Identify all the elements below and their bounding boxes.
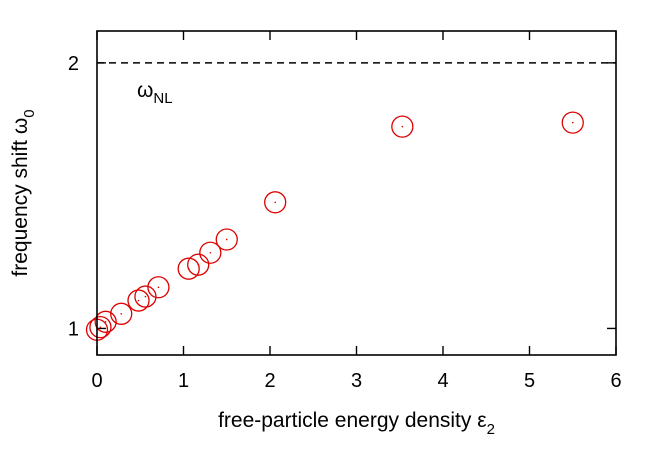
data-point-center <box>157 286 160 289</box>
data-point-center <box>104 321 107 323</box>
data-point-center <box>209 251 212 254</box>
data-point-center <box>571 121 574 124</box>
data-point <box>110 302 133 325</box>
x-axis-label: free-particle energy density ε2 <box>218 409 495 438</box>
data-point-center <box>225 238 228 241</box>
data-point-center <box>137 299 140 302</box>
plot-frame <box>96 30 617 356</box>
ticks-layer: 0 1 2 3 4 5 6 1 2 <box>68 31 622 392</box>
data-point <box>147 276 170 299</box>
data-point <box>134 285 157 308</box>
data-point <box>187 253 210 276</box>
data-point <box>561 111 584 134</box>
reference-line-label: ωNL <box>137 79 173 107</box>
reference-line-label-main: ω <box>137 79 153 102</box>
data-point <box>94 310 117 333</box>
data-point <box>264 191 287 214</box>
x-tick-label: 6 <box>610 370 621 392</box>
reference-line-label-sub: NL <box>153 90 172 107</box>
y-axis-label-main: frequency shift ω <box>9 118 32 277</box>
y-tick-label: 1 <box>68 318 79 340</box>
data-point-center <box>401 125 404 128</box>
x-axis-label-main: free-particle energy density ε <box>218 409 487 432</box>
x-tick-label: 4 <box>437 370 448 392</box>
data-point-center <box>197 263 200 266</box>
data-point <box>89 315 112 339</box>
x-tick-label: 3 <box>351 370 362 392</box>
points-layer <box>85 111 584 341</box>
data-point <box>391 115 414 138</box>
data-point <box>215 228 238 251</box>
data-point-center <box>274 201 276 204</box>
x-tick-label: 5 <box>524 370 535 392</box>
data-point <box>177 257 200 280</box>
x-tick-label: 1 <box>178 370 189 392</box>
data-point-center <box>120 313 123 315</box>
x-tick-label: 0 <box>91 370 102 392</box>
data-point-center <box>144 295 147 298</box>
x-axis-label-sub: 2 <box>487 421 495 438</box>
y-axis-label-sub: 0 <box>21 109 38 117</box>
data-point-center <box>99 326 102 328</box>
data-point <box>127 289 150 312</box>
data-point <box>199 241 222 264</box>
y-tick-label: 2 <box>68 53 79 75</box>
x-tick-label: 2 <box>264 370 275 392</box>
y-axis-label: frequency shift ω0 <box>9 109 38 276</box>
